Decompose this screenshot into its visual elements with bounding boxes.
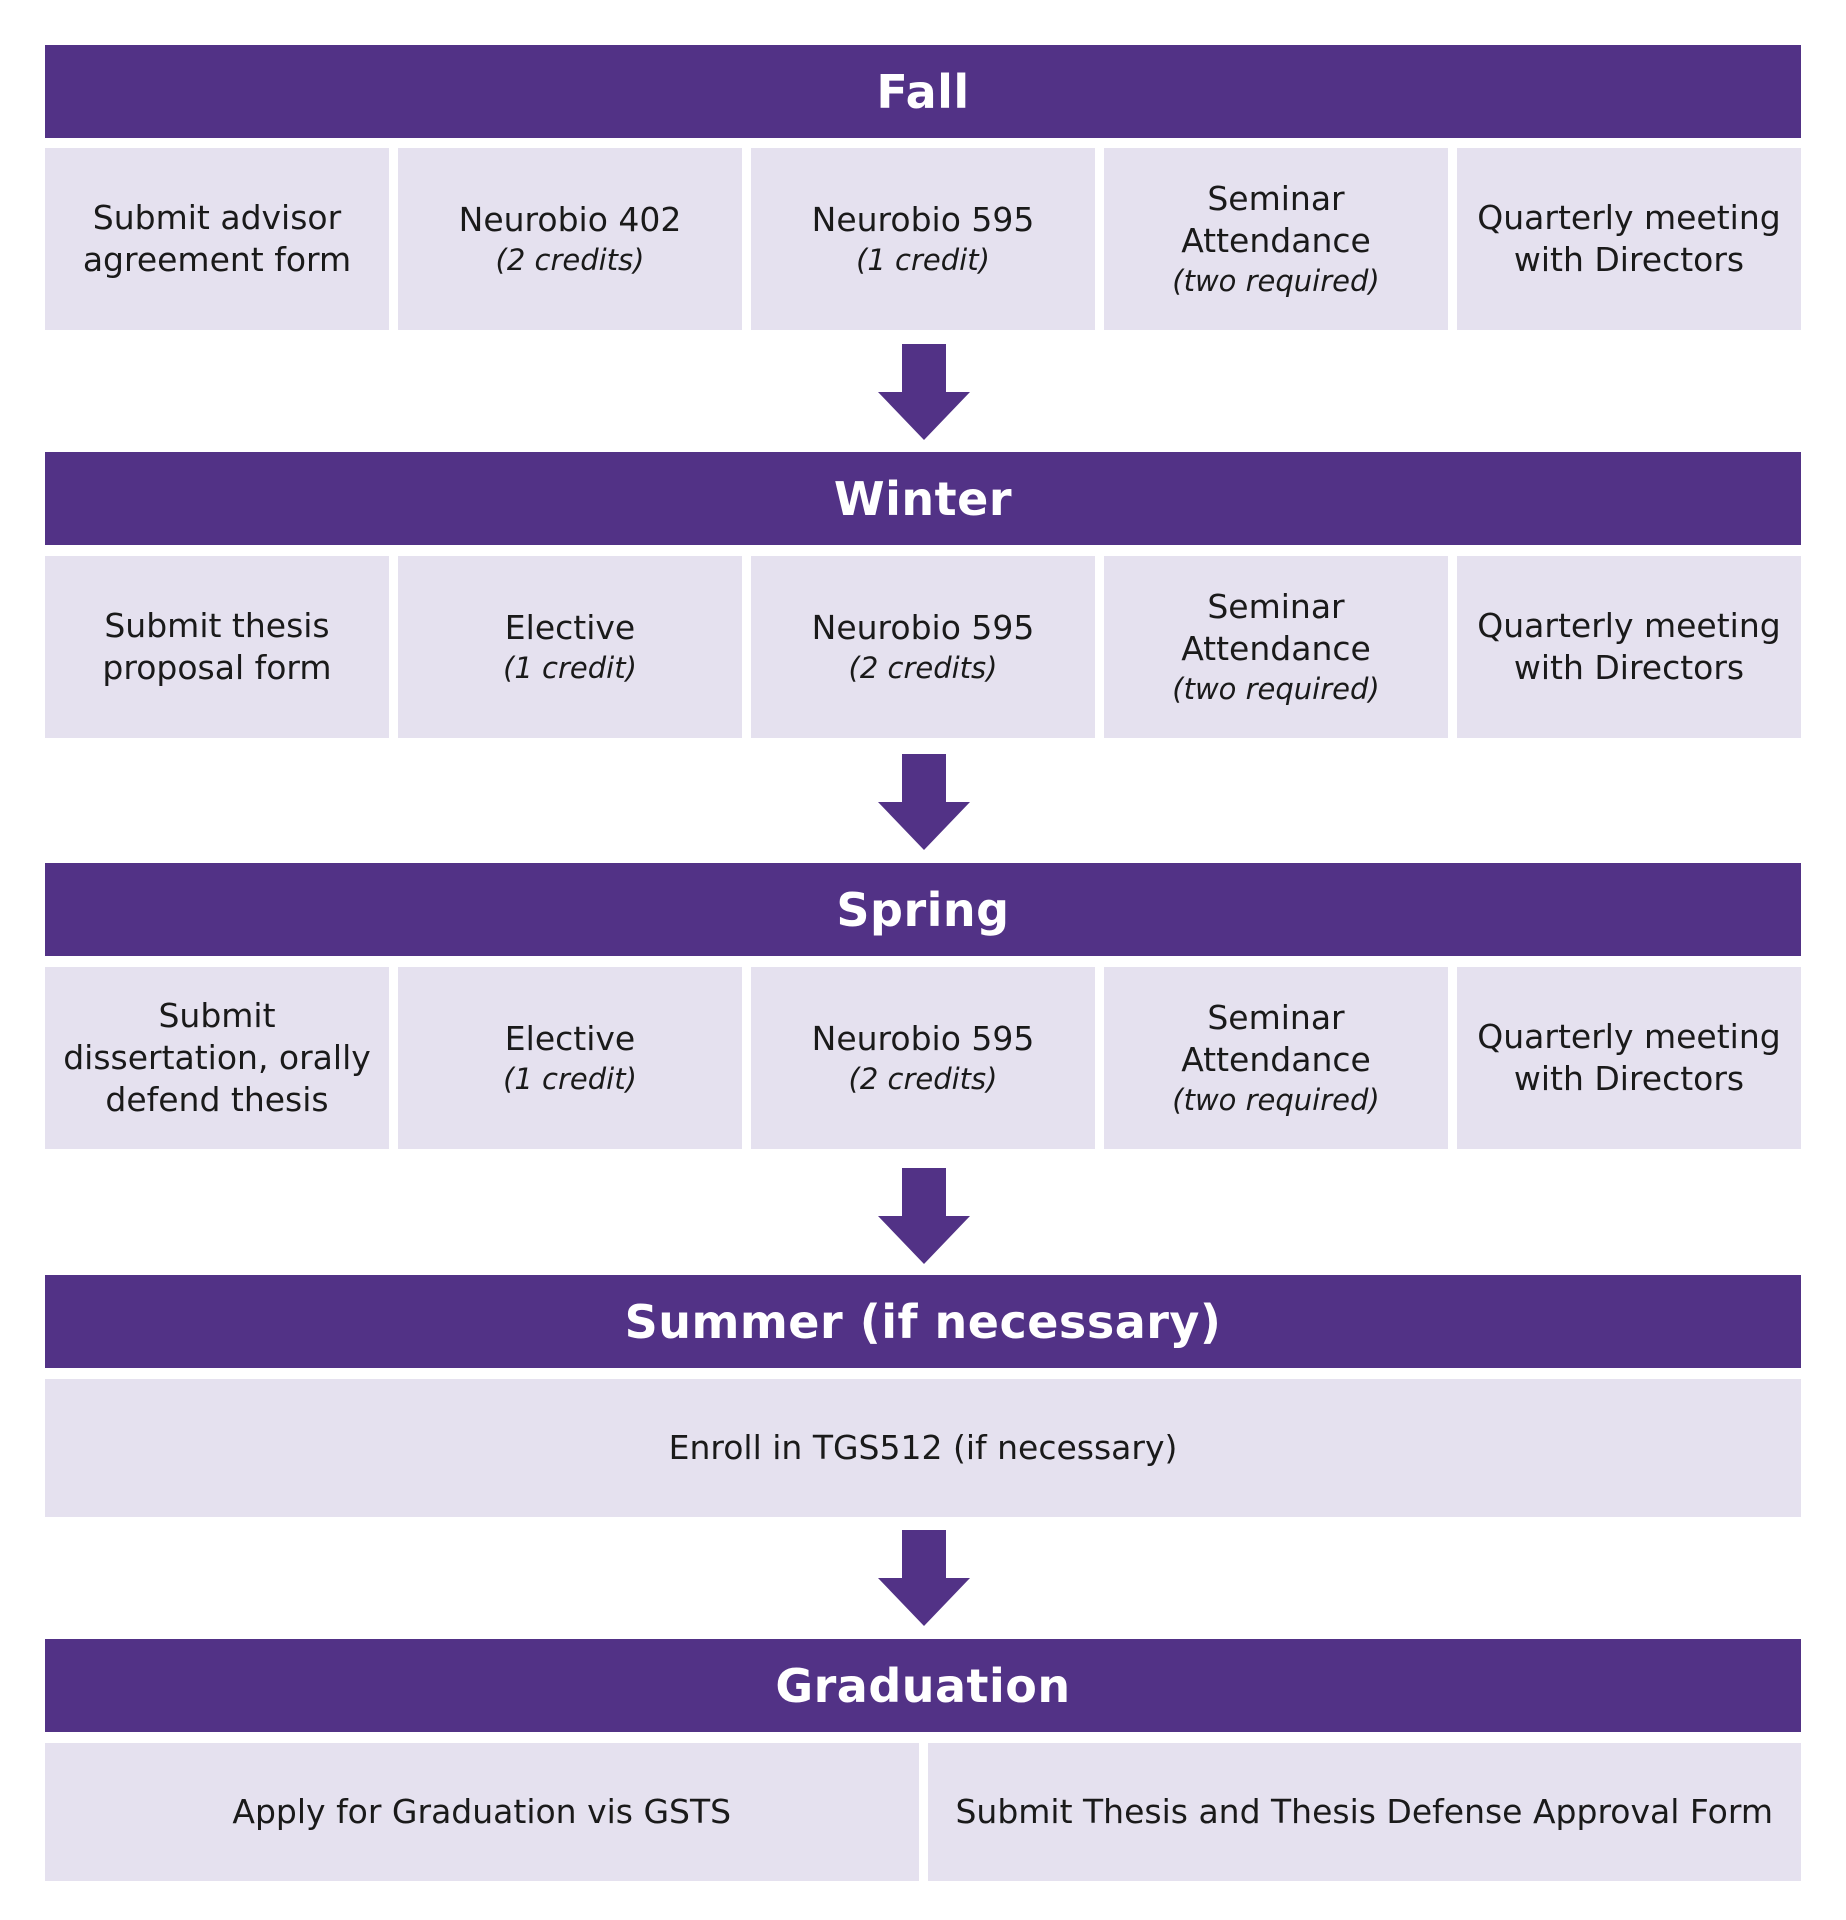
- task-note: (two required): [1172, 1083, 1380, 1117]
- task-box: Submit thesis proposal form: [45, 556, 389, 738]
- down-arrow-icon: [878, 344, 970, 440]
- task-label: Submit Thesis and Thesis Defense Approva…: [955, 1792, 1774, 1831]
- task-label: Enroll in TGS512 (if necessary): [668, 1428, 1178, 1467]
- stage-header-spring: Spring: [45, 863, 1801, 956]
- task-label: Quarterly meeting with Directors: [1477, 1017, 1781, 1098]
- task-box: Submit advisor agreement form: [45, 148, 389, 330]
- task-box: Neurobio 595 (2 credits): [751, 556, 1095, 738]
- task-box: Elective (1 credit): [398, 967, 742, 1149]
- down-arrow-icon: [878, 754, 970, 850]
- task-label: Submit thesis proposal form: [102, 606, 332, 687]
- task-note: (two required): [1172, 264, 1380, 298]
- stage-title: Fall: [876, 64, 970, 119]
- stage-row-winter: Submit thesis proposal form Elective (1 …: [45, 556, 1801, 738]
- task-box: Apply for Graduation vis GSTS: [45, 1743, 919, 1881]
- task-box: Submit Thesis and Thesis Defense Approva…: [927, 1743, 1801, 1881]
- down-arrow-icon: [878, 1168, 970, 1264]
- stage-header-summer: Summer (if necessary): [45, 1275, 1801, 1368]
- task-note: (1 credit): [503, 651, 637, 685]
- task-box: Enroll in TGS512 (if necessary): [45, 1379, 1801, 1517]
- task-label: Quarterly meeting with Directors: [1477, 198, 1781, 279]
- task-label: Neurobio 402: [458, 200, 682, 239]
- stage-header-fall: Fall: [45, 45, 1801, 138]
- task-note: (1 credit): [503, 1062, 637, 1096]
- task-label: Apply for Graduation vis GSTS: [232, 1792, 732, 1831]
- task-box: Elective (1 credit): [398, 556, 742, 738]
- task-label: Submit advisor agreement form: [82, 198, 352, 279]
- stage-row-spring: Submit dissertation, orally defend thesi…: [45, 967, 1801, 1149]
- task-box: Submit dissertation, orally defend thesi…: [45, 967, 389, 1149]
- down-arrow-icon: [878, 1530, 970, 1626]
- task-label: Neurobio 595: [811, 608, 1035, 647]
- task-box: Seminar Attendance (two required): [1104, 556, 1448, 738]
- task-box: Quarterly meeting with Directors: [1457, 556, 1801, 738]
- task-box: Quarterly meeting with Directors: [1457, 148, 1801, 330]
- task-box: Quarterly meeting with Directors: [1457, 967, 1801, 1149]
- task-box: Seminar Attendance (two required): [1104, 967, 1448, 1149]
- stage-title: Graduation: [775, 1658, 1071, 1713]
- task-box: Neurobio 595 (1 credit): [751, 148, 1095, 330]
- task-note: (2 credits): [848, 651, 998, 685]
- task-label: Seminar Attendance: [1181, 587, 1371, 668]
- stage-header-winter: Winter: [45, 452, 1801, 545]
- task-note: (two required): [1172, 672, 1380, 706]
- stage-row-graduation: Apply for Graduation vis GSTS Submit The…: [45, 1743, 1801, 1881]
- task-label: Seminar Attendance: [1181, 998, 1371, 1079]
- task-box: Seminar Attendance (two required): [1104, 148, 1448, 330]
- task-box: Neurobio 595 (2 credits): [751, 967, 1095, 1149]
- task-label: Elective: [504, 1019, 636, 1058]
- stage-title: Summer (if necessary): [624, 1294, 1222, 1349]
- task-label: Elective: [504, 608, 636, 647]
- task-label: Submit dissertation, orally defend thesi…: [63, 996, 371, 1119]
- stage-title: Winter: [833, 471, 1013, 526]
- stage-row-summer: Enroll in TGS512 (if necessary): [45, 1379, 1801, 1517]
- task-label: Seminar Attendance: [1181, 179, 1371, 260]
- stage-title: Spring: [836, 882, 1010, 937]
- task-label: Neurobio 595: [811, 1019, 1035, 1058]
- task-label: Quarterly meeting with Directors: [1477, 606, 1781, 687]
- task-note: (2 credits): [495, 243, 645, 277]
- stage-header-graduation: Graduation: [45, 1639, 1801, 1732]
- task-label: Neurobio 595: [811, 200, 1035, 239]
- task-note: (2 credits): [848, 1062, 998, 1096]
- stage-row-fall: Submit advisor agreement form Neurobio 4…: [45, 148, 1801, 330]
- task-box: Neurobio 402 (2 credits): [398, 148, 742, 330]
- task-note: (1 credit): [856, 243, 990, 277]
